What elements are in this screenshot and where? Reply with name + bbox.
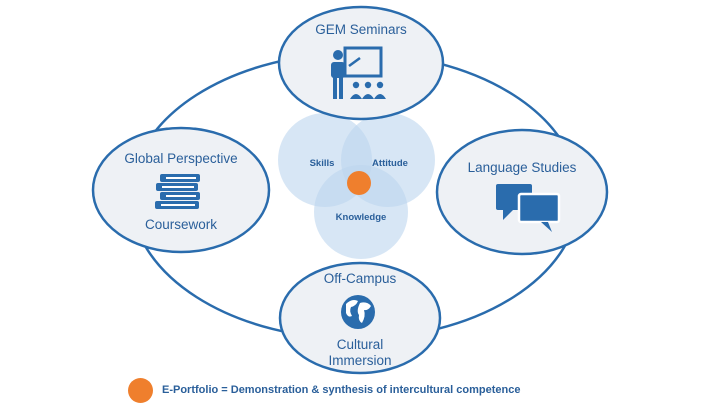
language-studies-label: Language Studies (468, 160, 577, 175)
legend: E-Portfolio = Demonstration & synthesis … (128, 377, 520, 403)
immersion-label: Immersion (328, 353, 391, 368)
gem-seminars-label: GEM Seminars (315, 22, 407, 37)
globe-icon (341, 295, 375, 329)
competence-venn: Skills Attitude Knowledge (278, 113, 435, 259)
node-gem-seminars-bubble (277, 5, 445, 121)
node-off-campus: Off-Campus Cultural Immersion (278, 261, 442, 375)
venn-label-attitude: Attitude (372, 158, 408, 169)
speech-bubbles-icon (496, 184, 561, 232)
node-gem-seminars: GEM Seminars (277, 5, 445, 121)
legend-text: E-Portfolio = Demonstration & synthesis … (162, 384, 521, 396)
eportfolio-dot (347, 171, 371, 195)
global-perspective-label: Global Perspective (124, 151, 237, 166)
stack-of-books-icon (155, 174, 200, 209)
cultural-label: Cultural (337, 337, 384, 352)
legend-orange-dot (128, 377, 153, 403)
venn-circle-knowledge (314, 165, 408, 259)
node-global-perspective: Global Perspective Coursework (91, 126, 271, 254)
teacher-presentation-icon (331, 46, 386, 99)
off-campus-label: Off-Campus (324, 271, 397, 286)
venn-label-skills: Skills (310, 158, 335, 169)
node-language-studies: Language Studies (435, 128, 609, 256)
coursework-label: Coursework (145, 217, 217, 232)
venn-label-knowledge: Knowledge (336, 212, 387, 223)
